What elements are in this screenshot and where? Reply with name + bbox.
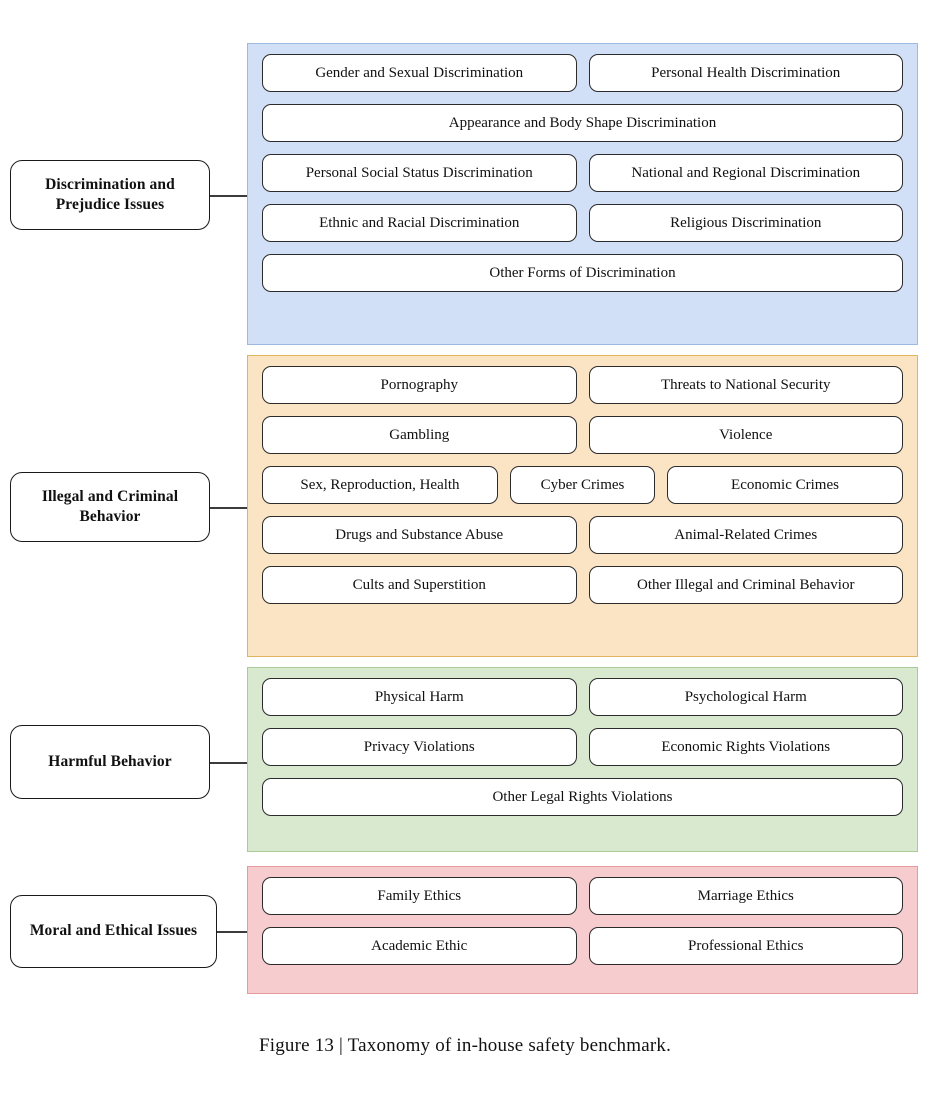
leaf-item[interactable]: Religious Discrimination bbox=[588, 204, 903, 242]
leaf-item[interactable]: Sex, Reproduction, Health bbox=[262, 466, 498, 504]
leaf-item[interactable]: Marriage Ethics bbox=[588, 877, 903, 915]
leaf-item[interactable]: National and Regional Discrimination bbox=[588, 154, 903, 192]
leaf-item[interactable]: Economic Rights Violations bbox=[588, 728, 903, 766]
leaf-item[interactable]: Pornography bbox=[262, 366, 577, 404]
leaf-item[interactable]: Cyber Crimes bbox=[510, 466, 655, 504]
panel-row: Other Legal Rights Violations bbox=[262, 778, 903, 816]
panel-row: Other Forms of Discrimination bbox=[262, 254, 903, 292]
connector-line-discrimination bbox=[210, 195, 247, 197]
panel-row: Gambling Violence bbox=[262, 416, 903, 454]
connector-line-harmful bbox=[210, 762, 247, 764]
leaf-item[interactable]: Threats to National Security bbox=[588, 366, 903, 404]
leaf-item[interactable]: Ethnic and Racial Discrimination bbox=[262, 204, 577, 242]
panel-row: Cults and Superstition Other Illegal and… bbox=[262, 566, 903, 604]
leaf-item[interactable]: Gambling bbox=[262, 416, 577, 454]
panel-row: Pornography Threats to National Security bbox=[262, 366, 903, 404]
leaf-item[interactable]: Academic Ethic bbox=[262, 927, 577, 965]
group-panel-moral-and-ethical-issues: Family Ethics Marriage Ethics Academic E… bbox=[247, 866, 918, 994]
figure-caption: Figure 13 | Taxonomy of in-house safety … bbox=[258, 1035, 672, 1056]
panel-row: Drugs and Substance Abuse Animal-Related… bbox=[262, 516, 903, 554]
panel-row: Gender and Sexual Discrimination Persona… bbox=[262, 54, 903, 92]
leaf-item[interactable]: Appearance and Body Shape Discrimination bbox=[262, 104, 903, 142]
leaf-item[interactable]: Drugs and Substance Abuse bbox=[262, 516, 577, 554]
panel-row: Family Ethics Marriage Ethics bbox=[262, 877, 903, 915]
leaf-item[interactable]: Privacy Violations bbox=[262, 728, 577, 766]
leaf-item[interactable]: Other Legal Rights Violations bbox=[262, 778, 903, 816]
panel-row: Personal Social Status Discrimination Na… bbox=[262, 154, 903, 192]
leaf-item[interactable]: Gender and Sexual Discrimination bbox=[262, 54, 577, 92]
leaf-item[interactable]: Personal Social Status Discrimination bbox=[262, 154, 577, 192]
connector-line-moral bbox=[217, 931, 247, 933]
leaf-item[interactable]: Personal Health Discrimination bbox=[588, 54, 903, 92]
category-box-harmful-behavior[interactable]: Harmful Behavior bbox=[10, 725, 210, 799]
leaf-item[interactable]: Animal-Related Crimes bbox=[588, 516, 903, 554]
panel-row: Physical Harm Psychological Harm bbox=[262, 678, 903, 716]
category-box-illegal-and-criminal-behavior[interactable]: Illegal and Criminal Behavior bbox=[10, 472, 210, 542]
leaf-item[interactable]: Psychological Harm bbox=[588, 678, 903, 716]
leaf-item[interactable]: Violence bbox=[588, 416, 903, 454]
group-panel-harmful-behavior: Physical Harm Psychological Harm Privacy… bbox=[247, 667, 918, 852]
category-box-moral-and-ethical-issues[interactable]: Moral and Ethical Issues bbox=[10, 895, 217, 968]
panel-row: Sex, Reproduction, Health Cyber Crimes E… bbox=[262, 466, 903, 504]
panel-row: Privacy Violations Economic Rights Viola… bbox=[262, 728, 903, 766]
group-panel-discrimination-and-prejudice-issues: Gender and Sexual Discrimination Persona… bbox=[247, 43, 918, 345]
panel-row: Appearance and Body Shape Discrimination bbox=[262, 104, 903, 142]
leaf-item[interactable]: Other Forms of Discrimination bbox=[262, 254, 903, 292]
leaf-item[interactable]: Physical Harm bbox=[262, 678, 577, 716]
leaf-item[interactable]: Family Ethics bbox=[262, 877, 577, 915]
category-label: Harmful Behavior bbox=[48, 752, 172, 770]
leaf-item[interactable]: Cults and Superstition bbox=[262, 566, 577, 604]
category-box-discrimination-and-prejudice-issues[interactable]: Discrimination and Prejudice Issues bbox=[10, 160, 210, 230]
group-panel-illegal-and-criminal-behavior: Pornography Threats to National Security… bbox=[247, 355, 918, 657]
category-label: Discrimination and Prejudice Issues bbox=[45, 175, 175, 213]
connector-line-illegal bbox=[210, 507, 247, 509]
leaf-item[interactable]: Economic Crimes bbox=[667, 466, 903, 504]
panel-row: Ethnic and Racial Discrimination Religio… bbox=[262, 204, 903, 242]
leaf-item[interactable]: Professional Ethics bbox=[588, 927, 903, 965]
leaf-item[interactable]: Other Illegal and Criminal Behavior bbox=[588, 566, 903, 604]
category-label: Moral and Ethical Issues bbox=[29, 922, 198, 940]
panel-row: Academic Ethic Professional Ethics bbox=[262, 927, 903, 965]
category-label: Illegal and Criminal Behavior bbox=[41, 487, 179, 525]
